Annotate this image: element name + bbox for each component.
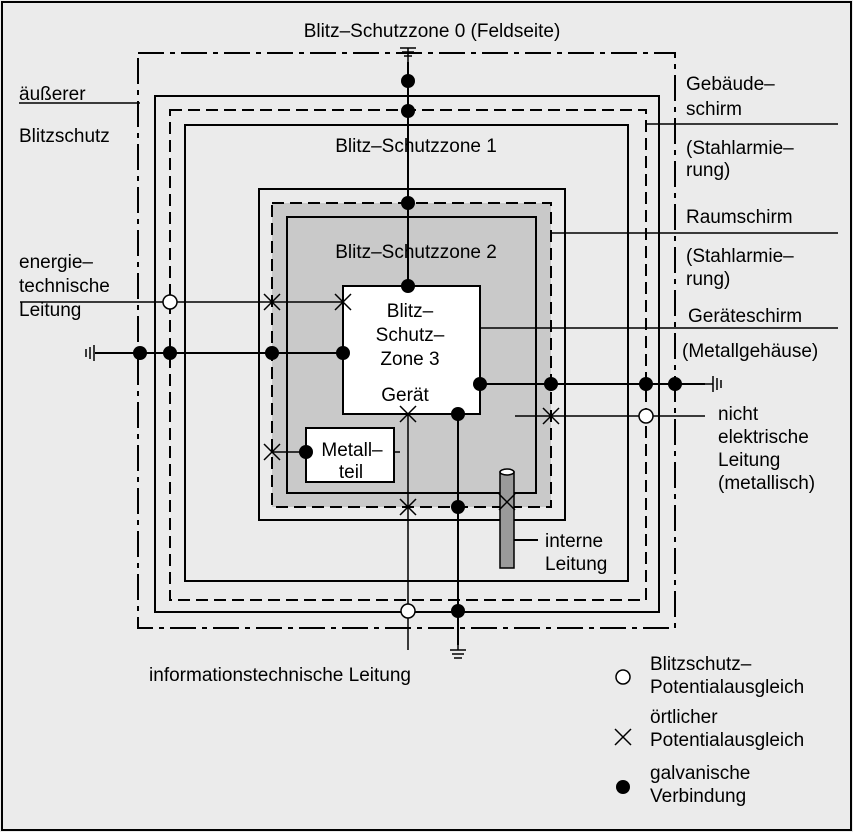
nonelectric-line-label-line2: elektrische bbox=[718, 427, 809, 448]
room-shield-label-line1: Raumschirm bbox=[686, 207, 793, 228]
internal-line-label-line1: interne bbox=[545, 531, 603, 552]
legend-item-2-line2: Potentialausgleich bbox=[650, 730, 804, 751]
device-label: Gerät bbox=[381, 385, 429, 406]
energy-line-label-line1: energie– bbox=[19, 252, 93, 273]
zone3-label-line1: Blitz– bbox=[387, 301, 434, 322]
zone1-label: Blitz–Schutzzone 1 bbox=[335, 136, 497, 157]
nonelectric-line-label-line3: Leitung bbox=[718, 450, 780, 471]
device-housing bbox=[342, 285, 481, 415]
building-shield-label-line3: (Stahlarmie– bbox=[686, 138, 794, 159]
zone3-label-line3: Zone 3 bbox=[380, 349, 439, 370]
internal-line-label-line2: Leitung bbox=[545, 554, 607, 575]
energy-line-label-line2: technische bbox=[19, 276, 110, 297]
open-circle-icon bbox=[615, 669, 631, 685]
building-shield-label-line4: rung) bbox=[686, 160, 730, 181]
cross-icon bbox=[614, 728, 632, 746]
outer-protection-label-line2: Blitzschutz bbox=[19, 126, 110, 147]
metal-part-label-line2: teil bbox=[339, 462, 363, 483]
room-shield-label-line3: rung) bbox=[686, 269, 730, 290]
zone0-label: Blitz–Schutzzone 0 (Feldseite) bbox=[304, 21, 561, 42]
legend-item-1-line2: Potentialausgleich bbox=[650, 677, 804, 698]
zone3-label-line2: Schutz– bbox=[376, 325, 445, 346]
energy-line-label-line3: Leitung bbox=[19, 300, 81, 321]
nonelectric-line-label-line1: nicht bbox=[718, 404, 759, 425]
legend-item-2-line1: örtlicher bbox=[650, 707, 718, 728]
filled-circle-icon bbox=[616, 780, 630, 794]
zone2-label: Blitz–Schutzzone 2 bbox=[335, 242, 497, 263]
room-shield-outer bbox=[258, 188, 566, 521]
legend-item-3-line2: Verbindung bbox=[650, 786, 746, 807]
info-line-label: informationstechnische Leitung bbox=[149, 665, 411, 686]
nonelectric-line-label-line4: (metallisch) bbox=[718, 473, 815, 494]
legend-item-1-line1: Blitzschutz– bbox=[650, 654, 752, 675]
earth-symbol-left bbox=[85, 345, 108, 361]
earth-symbol-top bbox=[400, 47, 416, 62]
outer-lightning-protection-boundary bbox=[137, 52, 676, 629]
internal-line-pipe bbox=[499, 468, 515, 569]
galvanic-connections bbox=[133, 74, 682, 618]
legend: Blitzschutz– Potentialausgleich örtliche… bbox=[614, 654, 804, 807]
outer-protection-label-line1: äußerer bbox=[19, 84, 86, 105]
room-shield-label-line2: (Stahlarmie– bbox=[686, 246, 794, 267]
earth-symbol-bottom bbox=[450, 645, 466, 659]
building-shield-label-line2: schirm bbox=[686, 99, 742, 120]
legend-item-3-line1: galvanische bbox=[650, 763, 750, 784]
local-bonding-points bbox=[263, 293, 560, 516]
earth-symbol-right bbox=[705, 376, 722, 392]
building-shield-label-line1: Gebäude– bbox=[686, 74, 775, 95]
lightning-bonding-points bbox=[162, 294, 654, 619]
device-shield-label-line1: Geräteschirm bbox=[688, 306, 802, 327]
metal-part-label-line1: Metall– bbox=[321, 440, 383, 461]
device-shield-label-line2: (Metallgehäuse) bbox=[682, 341, 818, 362]
